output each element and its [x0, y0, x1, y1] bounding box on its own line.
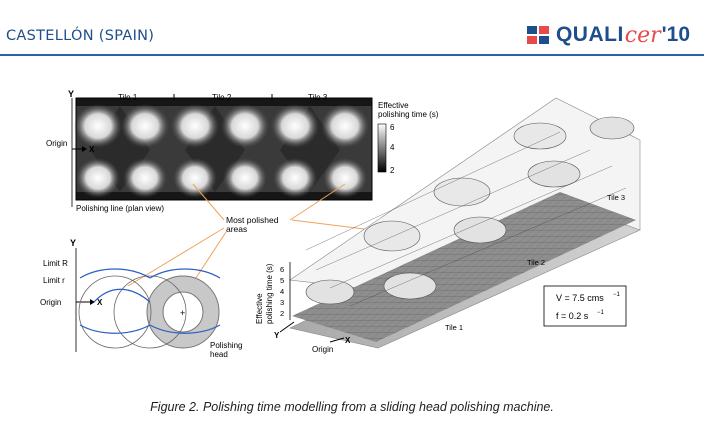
figure-graphic: Y Tile 1 Tile 2 Tile 3 Origin X Polishin… [40, 89, 641, 359]
param-frequency: f = 0.2 s [556, 311, 589, 321]
head-limit-R: Limit R [43, 259, 68, 268]
annotation-line1: Most polished [226, 215, 279, 225]
surface-tile-3-label: Tile 3 [607, 193, 625, 202]
parameter-box: V = 7.5 cms −1 f = 0.2 s −1 [543, 285, 627, 327]
logo-text-cer: cer [624, 22, 661, 48]
plan-origin-label: Origin [46, 139, 67, 148]
plan-tile-1-label: Tile 1 [118, 93, 138, 102]
z-tick-2: 2 [280, 309, 284, 318]
z-label-line1: Effective [255, 293, 264, 324]
head-axis-x: X [97, 298, 103, 307]
figure-caption: Figure 2. Polishing time modelling from … [150, 400, 554, 414]
annotation-line2: areas [226, 224, 247, 234]
surface-tile-2-label: Tile 2 [527, 258, 545, 267]
surface-tile-1-label: Tile 1 [445, 323, 463, 332]
head-center-mark: + [180, 308, 185, 318]
head-label-line1: Polishing [210, 341, 242, 350]
param-frequency-exp: −1 [597, 310, 605, 316]
head-limit-r: Limit r [43, 276, 65, 285]
surface-axis-x: X [345, 336, 351, 345]
header-divider [0, 54, 704, 56]
colorbar-tick-4: 4 [390, 143, 395, 152]
logo-text-quali: QUALI [555, 23, 624, 46]
plan-footer-label: Polishing line (plan view) [76, 204, 164, 213]
figure: Y Tile 1 Tile 2 Tile 3 Origin X Polishin… [0, 80, 704, 390]
plan-tile-2-label: Tile 2 [212, 93, 232, 102]
head-label-line2: head [210, 350, 228, 359]
z-tick-5: 5 [280, 276, 284, 285]
qualicer-logo: QUALI cer '10 [526, 22, 690, 48]
logo-mark-icon [526, 26, 549, 44]
plan-view-map [74, 94, 373, 201]
colorbar: Effective polishing time (s) 6 4 2 [377, 101, 439, 175]
logo-text-year: '10 [661, 23, 690, 46]
plan-x-arrow-icon [82, 146, 87, 152]
param-velocity-exp: −1 [613, 292, 621, 298]
plan-axis-y: Y [68, 89, 74, 99]
param-velocity: V = 7.5 cms [556, 293, 604, 303]
head-x-arrow-icon [90, 299, 95, 305]
surface-3d: 6 5 4 3 2 Effective polishing time (s) Y… [255, 97, 641, 354]
head-axis-y: Y [70, 238, 76, 248]
header-location: CASTELLÓN (SPAIN) [6, 28, 155, 44]
head-diagram: Y Limit R Limit r Origin X + Polishing h… [40, 238, 242, 359]
plan-axis-x: X [89, 145, 95, 154]
surface-origin: Origin [312, 345, 333, 354]
z-tick-4: 4 [280, 287, 284, 296]
colorbar-tick-6: 6 [390, 123, 395, 132]
surface-peaks [305, 116, 635, 305]
head-origin: Origin [40, 298, 61, 307]
z-tick-3: 3 [280, 298, 284, 307]
colorbar-title-line2: polishing time (s) [378, 110, 439, 119]
colorbar-title-line1: Effective [378, 101, 409, 110]
plan-tile-3-label: Tile 3 [308, 93, 328, 102]
surface-axis-y: Y [274, 331, 280, 340]
z-label-line2: polishing time (s) [265, 263, 274, 324]
colorbar-tick-2: 2 [390, 166, 395, 175]
z-tick-6: 6 [280, 265, 284, 274]
